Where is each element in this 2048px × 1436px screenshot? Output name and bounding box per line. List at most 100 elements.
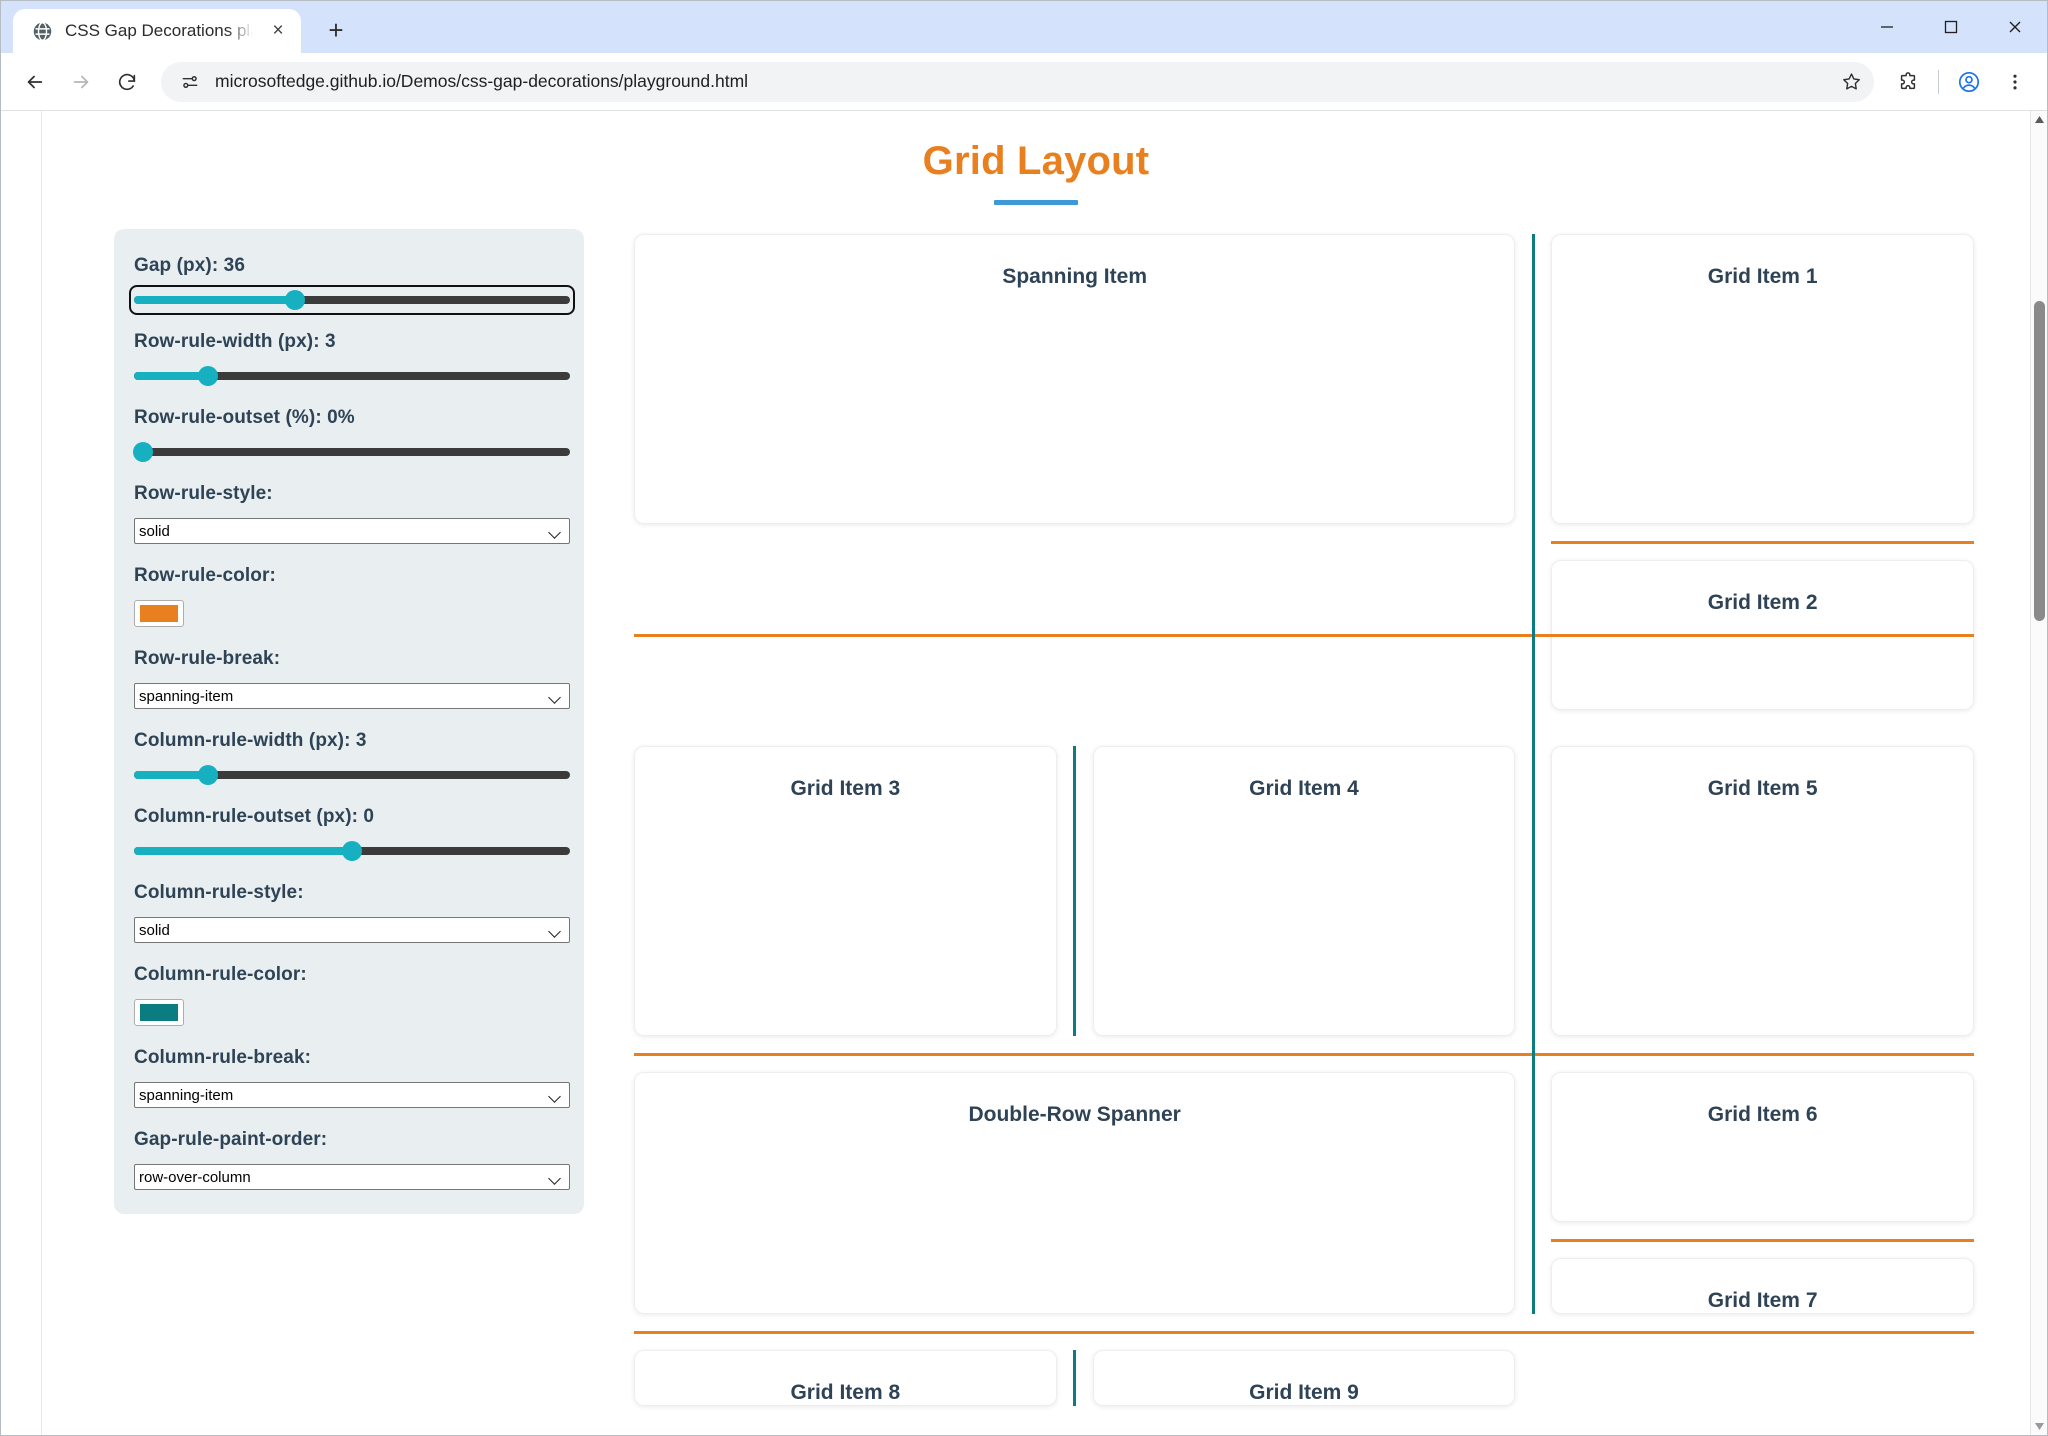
row-rule-1-right (1551, 540, 1974, 544)
reload-icon[interactable] (105, 60, 149, 104)
grid-cell-item-1: Grid Item 1 (1551, 234, 1974, 524)
gap-rule-paint-order-select[interactable]: row-over-column (134, 1164, 570, 1190)
grid-item-label: Spanning Item (1002, 265, 1147, 288)
row-rule-4 (634, 1330, 1974, 1334)
grid-cell-item-9: Grid Item 9 (1092, 1350, 1516, 1406)
globe-icon (31, 20, 53, 42)
grid-item-label: Grid Item 2 (1707, 591, 1818, 614)
new-tab-button[interactable]: + (328, 14, 344, 45)
gap-slider[interactable] (129, 285, 575, 315)
forward-arrow-icon[interactable] (59, 60, 103, 104)
slider-thumb[interactable] (198, 366, 219, 386)
row-rule-break-select[interactable]: spanning-item (134, 683, 570, 709)
control-label: Column-rule-outset (px): 0 (134, 806, 375, 827)
scroll-down-icon[interactable] (2031, 1418, 2047, 1435)
row-rule-outset-slider[interactable] (132, 442, 570, 462)
control-label: Row-rule-width (px): 3 (134, 331, 336, 352)
scrollbar-thumb[interactable] (2034, 301, 2045, 621)
column-rule-row6 (1073, 1350, 1077, 1406)
row-rule-width-slider[interactable] (134, 366, 570, 386)
maximize-icon[interactable] (1919, 1, 1983, 53)
title-underline (994, 200, 1078, 205)
site-settings-icon[interactable] (175, 67, 205, 97)
grid-cell-item-8: Grid Item 8 (634, 1350, 1057, 1406)
page-viewport: Grid Layout Gap (px): 36 (1, 110, 2047, 1435)
slider-thumb[interactable] (342, 841, 362, 861)
control-label: Row-rule-style: (134, 483, 273, 504)
row-rule-color-picker[interactable] (134, 600, 184, 627)
control-label: Column-rule-width (px): 3 (134, 730, 367, 751)
grid-item-label: Double-Row Spanner (968, 1103, 1181, 1126)
extensions-puzzle-icon[interactable] (1886, 60, 1930, 104)
slider-fill (134, 296, 296, 304)
tab-title: CSS Gap Decorations playground (65, 21, 253, 40)
control-label: Row-rule-color: (134, 565, 276, 586)
slider-track (134, 448, 570, 456)
scroll-up-icon[interactable] (2031, 111, 2047, 128)
web-page: Grid Layout Gap (px): 36 (1, 111, 2030, 1435)
grid-item-label: Grid Item 1 (1707, 265, 1818, 288)
back-arrow-icon[interactable] (13, 60, 57, 104)
browser-tab[interactable]: CSS Gap Decorations playground × (13, 9, 301, 53)
profile-avatar-icon[interactable] (1947, 60, 1991, 104)
grid-item-label: Grid Item 7 (1707, 1289, 1818, 1312)
control-row-rule-style: Row-rule-style: solid (134, 483, 570, 544)
slider-thumb[interactable] (198, 765, 219, 785)
control-column-rule-break: Column-rule-break: spanning-item (134, 1047, 570, 1108)
control-label: Gap-rule-paint-order: (134, 1129, 328, 1150)
control-label: Column-rule-color: (134, 964, 307, 985)
control-row-rule-width: Row-rule-width (px): 3 (134, 331, 570, 386)
control-label: Row-rule-break: (134, 648, 281, 669)
control-label: Row-rule-outset (%): 0% (134, 407, 355, 428)
row-rule-3-right (634, 1052, 1974, 1056)
minimize-icon[interactable] (1855, 1, 1919, 53)
control-gap-rule-paint-order: Gap-rule-paint-order: row-over-column (134, 1129, 570, 1190)
close-icon[interactable]: × (272, 20, 284, 41)
column-rule-width-slider[interactable] (134, 765, 570, 785)
color-preview (140, 605, 178, 622)
column-rule-outset-slider[interactable] (134, 841, 570, 861)
close-icon[interactable] (1983, 1, 2047, 53)
page-title: Grid Layout (922, 139, 1150, 183)
grid-cell-item-2: Grid Item 2 (1551, 560, 1974, 710)
control-row-rule-outset: Row-rule-outset (%): 0% (132, 407, 570, 462)
column-rule-color-picker[interactable] (134, 999, 184, 1026)
control-column-rule-width: Column-rule-width (px): 3 (134, 730, 570, 785)
slider-thumb[interactable] (285, 290, 306, 310)
slider-track (134, 296, 570, 304)
slider-fill (134, 847, 352, 855)
color-preview (140, 1004, 178, 1021)
column-rule-main (1531, 234, 1535, 1314)
tab-strip: CSS Gap Decorations playground × + (1, 1, 2047, 53)
control-column-rule-style: Column-rule-style: solid (134, 882, 570, 943)
row-rule-1-left (1551, 1238, 1974, 1242)
page-scrollbar[interactable] (2030, 111, 2047, 1435)
controls-panel: Gap (px): 36 Row-rule-width (px): 3 (114, 229, 584, 1214)
grid-cell-item-7: Grid Item 7 (1551, 1258, 1974, 1314)
control-column-rule-color: Column-rule-color: (134, 964, 562, 1026)
control-label: Column-rule-break: (134, 1047, 312, 1068)
grid-cell-item-6: Grid Item 6 (1551, 1072, 1974, 1222)
grid-cell-spanning-item: Spanning Item (634, 234, 1516, 524)
star-icon[interactable] (1834, 65, 1868, 99)
toolbar-divider (1938, 69, 1939, 94)
window-controls (1855, 1, 2047, 53)
three-dot-menu-icon[interactable] (1993, 60, 2037, 104)
control-row-rule-color: Row-rule-color: (134, 565, 562, 627)
control-row-rule-break: Row-rule-break: spanning-item (134, 648, 570, 709)
grid-cell-item-4: Grid Item 4 (1092, 746, 1516, 1036)
control-label: Gap (px): 36 (134, 255, 245, 276)
grid-item-label: Grid Item 5 (1707, 777, 1818, 800)
grid-cell-double-row-spanner: Double-Row Spanner (634, 1072, 1516, 1314)
row-rule-style-select[interactable]: solid (134, 518, 570, 544)
slider-fill (134, 771, 209, 779)
slider-thumb[interactable] (132, 442, 153, 462)
column-rule-break-select[interactable]: spanning-item (134, 1082, 570, 1108)
column-rule-row3 (1073, 746, 1077, 1036)
address-bar[interactable]: microsoftedge.github.io/Demos/css-gap-de… (161, 61, 1874, 102)
control-gap: Gap (px): 36 (129, 255, 575, 315)
browser-toolbar: microsoftedge.github.io/Demos/css-gap-de… (1, 53, 2047, 110)
column-rule-style-select[interactable]: solid (134, 917, 570, 943)
grid-item-label: Grid Item 9 (1249, 1381, 1359, 1404)
